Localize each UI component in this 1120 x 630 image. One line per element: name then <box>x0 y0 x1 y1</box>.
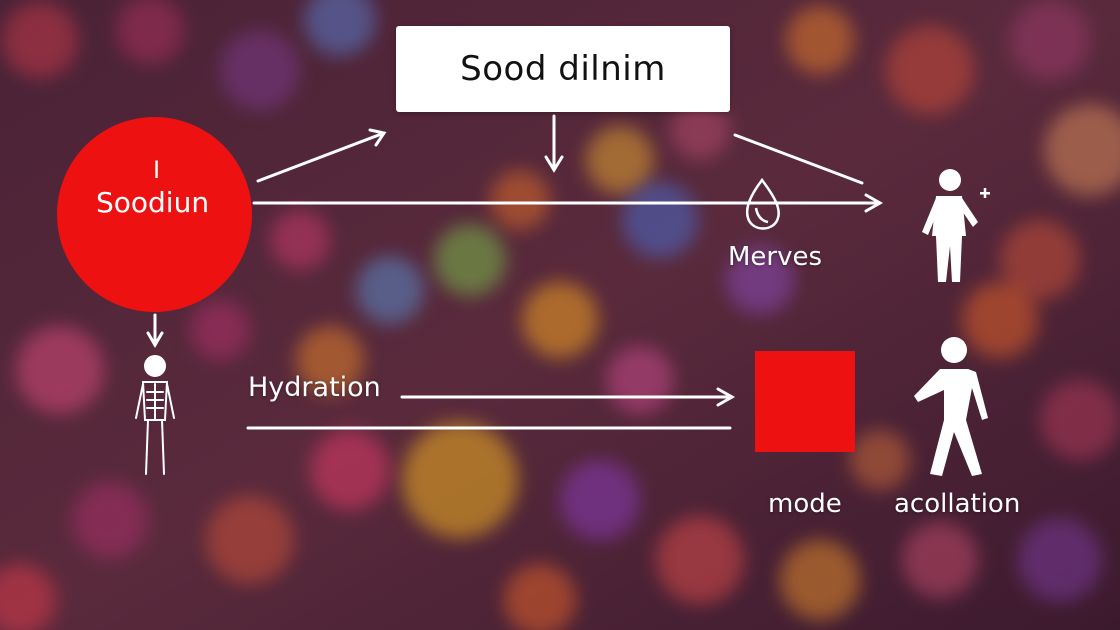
bokeh-bubble <box>886 26 974 114</box>
bokeh-bubble <box>850 430 910 490</box>
arrow-sodium-to-person <box>252 193 884 213</box>
title-box: Sood dilnim <box>396 26 730 112</box>
arrow-sodium-down <box>146 313 164 348</box>
bokeh-bubble <box>116 0 184 64</box>
bokeh-bubble <box>1010 0 1090 80</box>
acollation-label: acollation <box>894 489 1021 519</box>
bokeh-bubble <box>902 522 978 598</box>
bokeh-bubble <box>560 460 640 540</box>
bokeh-bubble <box>190 300 250 360</box>
bokeh-bubble <box>310 430 390 510</box>
sodium-label: Soodiun <box>96 186 210 219</box>
mode-label: mode <box>768 489 842 519</box>
bokeh-bubble <box>220 30 300 110</box>
sodium-mark: I <box>153 156 161 184</box>
bokeh-bubble <box>504 564 576 630</box>
bokeh-bubble <box>402 422 518 538</box>
bokeh-bubble <box>1040 380 1120 460</box>
bokeh-bubble <box>16 326 104 414</box>
person-plus-icon <box>922 169 990 282</box>
bokeh-bubble <box>270 210 330 270</box>
bokeh-bubble <box>0 564 56 630</box>
diagram-title: Sood dilnim <box>460 49 666 89</box>
body-figure-icon <box>135 355 175 475</box>
bokeh-bubble <box>586 126 654 194</box>
hydration-label: Hydration <box>248 372 381 403</box>
bokeh-bubble <box>304 0 376 56</box>
bokeh-bubble <box>72 482 148 558</box>
bokeh-bubble <box>490 170 550 230</box>
bokeh-bubble <box>656 516 744 604</box>
arrow-sodium-to-title <box>256 128 387 183</box>
bokeh-bubble <box>726 246 794 314</box>
bokeh-bubble <box>670 100 730 160</box>
bokeh-bubble <box>206 496 294 584</box>
sodium-node <box>57 117 252 312</box>
bokeh-bubble <box>1018 518 1102 602</box>
bokeh-bubble <box>1044 104 1120 196</box>
walking-person-icon <box>914 337 988 476</box>
line-title-to-person <box>733 133 864 185</box>
bokeh-bubble <box>2 2 78 78</box>
merves-label: Merves <box>728 242 823 272</box>
droplet-icon <box>745 177 780 230</box>
arrow-hydration <box>400 387 736 407</box>
bokeh-bubble <box>522 282 598 358</box>
bokeh-bubble <box>786 6 854 74</box>
bokeh-bubble <box>356 256 424 324</box>
cell-symbol-box <box>755 351 855 452</box>
arrow-title-down <box>544 114 564 173</box>
bokeh-bubble <box>780 540 860 620</box>
bokeh-bubble <box>622 182 698 258</box>
bokeh-bubble <box>434 224 506 296</box>
bokeh-bubble <box>1000 220 1080 300</box>
bokeh-bubble <box>296 326 364 394</box>
bokeh-bubble <box>962 282 1038 358</box>
